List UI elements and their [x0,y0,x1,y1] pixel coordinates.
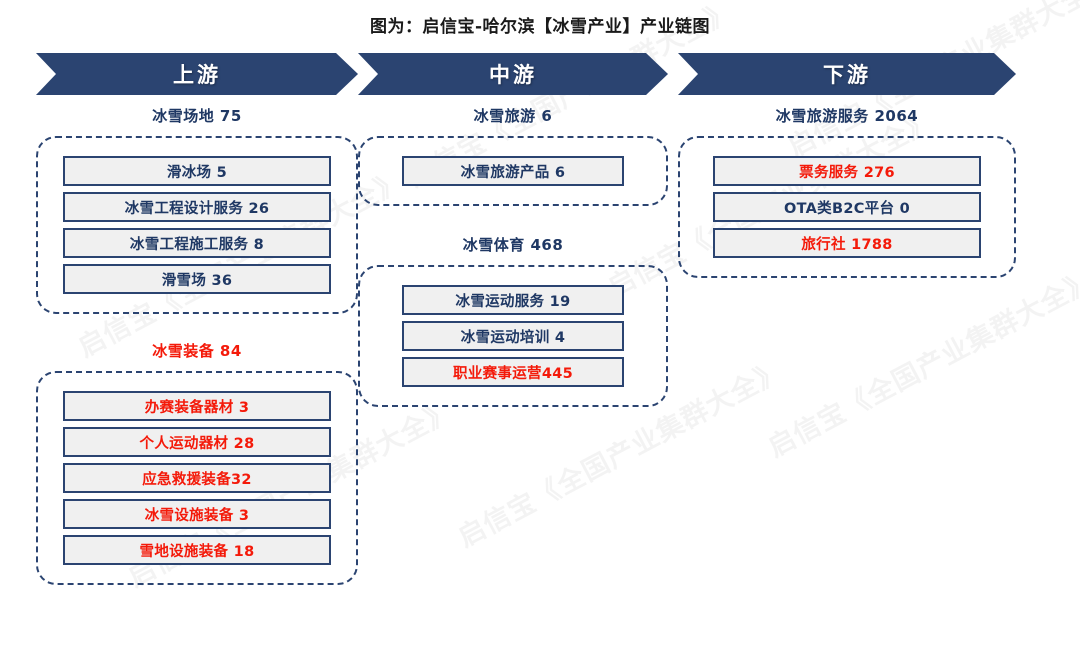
stage-banner-upstream-label: 上游 [173,63,221,87]
group-box: 冰雪旅游产品 6 [358,136,668,206]
list-item[interactable]: 应急救援装备32 [63,463,331,493]
list-item[interactable]: 旅行社 1788 [713,228,981,258]
list-item[interactable]: 办赛装备器材 3 [63,391,331,421]
spacer [36,314,358,340]
group-box: 办赛装备器材 3 个人运动器材 28 应急救援装备32 冰雪设施装备 3 雪地设… [36,371,358,585]
spacer [358,206,668,234]
list-item[interactable]: 个人运动器材 28 [63,427,331,457]
list-item[interactable]: 冰雪工程设计服务 26 [63,192,331,222]
group-bingxue-tiyu: 冰雪体育 468 冰雪运动服务 19 冰雪运动培训 4 职业赛事运营445 [358,234,668,407]
column-upstream: 冰雪场地 75 滑冰场 5 冰雪工程设计服务 26 冰雪工程施工服务 8 滑雪场… [36,105,358,585]
list-item[interactable]: 冰雪设施装备 3 [63,499,331,529]
group-title: 冰雪装备 84 [152,342,242,360]
page-title: 图为：启信宝-哈尔滨【冰雪产业】产业链图 [369,17,711,37]
list-item[interactable]: 冰雪旅游产品 6 [402,156,624,186]
list-item[interactable]: 职业赛事运营445 [402,357,624,387]
list-item[interactable]: OTA类B2C平台 0 [713,192,981,222]
list-item[interactable]: 冰雪工程施工服务 8 [63,228,331,258]
list-item[interactable]: 票务服务 276 [713,156,981,186]
stage-banner-upstream: 上游 [36,53,358,95]
list-item[interactable]: 滑雪场 36 [63,264,331,294]
group-box: 冰雪运动服务 19 冰雪运动培训 4 职业赛事运营445 [358,265,668,407]
group-bingxue-zhuangbei: 冰雪装备 84 办赛装备器材 3 个人运动器材 28 应急救援装备32 冰雪设施… [36,340,358,585]
group-title: 冰雪旅游服务 2064 [775,107,919,125]
group-bingxue-lvyou-fuwu: 冰雪旅游服务 2064 票务服务 276 OTA类B2C平台 0 旅行社 178… [678,105,1016,278]
group-box: 票务服务 276 OTA类B2C平台 0 旅行社 1788 [678,136,1016,278]
column-downstream: 冰雪旅游服务 2064 票务服务 276 OTA类B2C平台 0 旅行社 178… [678,105,1016,278]
stage-banner-midstream: 中游 [358,53,668,95]
list-item[interactable]: 雪地设施装备 18 [63,535,331,565]
group-bingxue-lvyou: 冰雪旅游 6 冰雪旅游产品 6 [358,105,668,206]
group-box: 滑冰场 5 冰雪工程设计服务 26 冰雪工程施工服务 8 滑雪场 36 [36,136,358,314]
column-midstream: 冰雪旅游 6 冰雪旅游产品 6 冰雪体育 468 冰雪运动服务 19 冰雪运动培… [358,105,668,407]
group-title: 冰雪体育 468 [462,236,564,254]
group-title: 冰雪场地 75 [152,107,242,125]
watermark-text: 启信宝《全国产业集群大全》 [760,259,1080,464]
list-item[interactable]: 滑冰场 5 [63,156,331,186]
stage-banner-downstream: 下游 [678,53,1016,95]
list-item[interactable]: 冰雪运动培训 4 [402,321,624,351]
group-bingxue-changdi: 冰雪场地 75 滑冰场 5 冰雪工程设计服务 26 冰雪工程施工服务 8 滑雪场… [36,105,358,314]
list-item[interactable]: 冰雪运动服务 19 [402,285,624,315]
group-title: 冰雪旅游 6 [473,107,553,125]
stage-banner-downstream-label: 下游 [823,63,871,87]
stage-banner-midstream-label: 中游 [489,63,537,87]
